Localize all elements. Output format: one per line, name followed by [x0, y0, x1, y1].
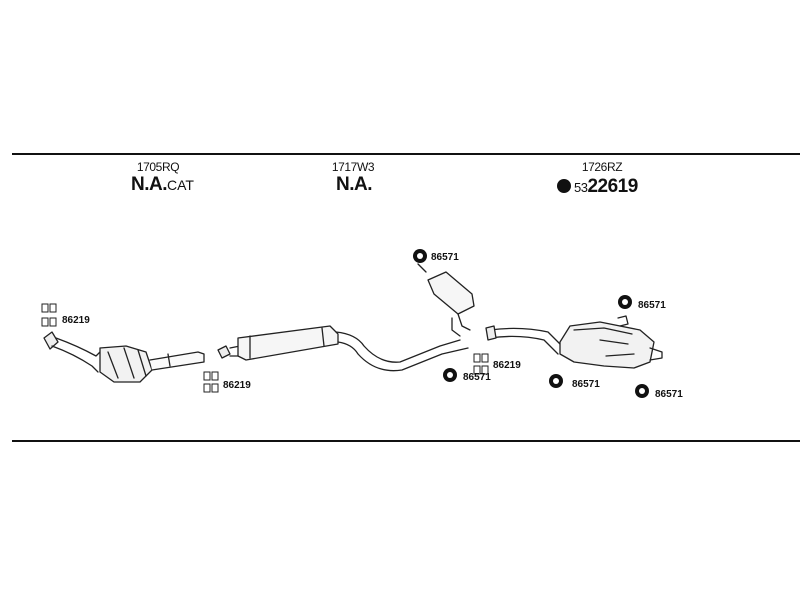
rear-silencer — [485, 315, 663, 369]
status-rear: 5322619 — [557, 176, 638, 198]
status-front-label: N.A. — [131, 174, 168, 195]
hanger-icon — [635, 384, 649, 398]
status-middle: N.A. — [336, 174, 373, 195]
hanger-icon — [549, 374, 563, 388]
callout-clamp-mid: 86219 — [493, 360, 521, 371]
front-pipe-catalyst — [43, 331, 205, 383]
status-rear-code: 22619 — [587, 176, 638, 197]
clamp-icon — [41, 303, 57, 327]
status-rear-prefix: 53 — [574, 180, 588, 195]
status-front: N.A.CAT — [131, 174, 194, 196]
clamp-icon — [473, 353, 489, 375]
resonator — [417, 263, 475, 337]
callout-hanger-mid: 86571 — [463, 372, 491, 383]
bullet-icon — [557, 179, 571, 193]
hanger-icon — [413, 249, 427, 263]
part-number-middle: 1717W3 — [331, 160, 375, 174]
part-number-front: 1705RQ — [136, 160, 180, 174]
hanger-icon — [618, 295, 632, 309]
callout-hanger-right-bottom: 86571 — [655, 389, 683, 400]
callout-hanger-top: 86571 — [431, 252, 459, 263]
callout-hanger-right-mid: 86571 — [572, 379, 600, 390]
clamp-icon — [203, 371, 219, 393]
callout-clamp-left-top: 86219 — [62, 315, 90, 326]
top-divider — [12, 153, 800, 155]
hanger-icon — [443, 368, 457, 382]
bottom-divider — [12, 440, 800, 442]
callout-clamp-left-bottom: 86219 — [223, 380, 251, 391]
status-front-suffix: CAT — [167, 177, 194, 193]
callout-hanger-right-top: 86571 — [638, 300, 666, 311]
middle-silencer — [217, 325, 469, 372]
part-number-rear: 1726RZ — [581, 160, 623, 174]
